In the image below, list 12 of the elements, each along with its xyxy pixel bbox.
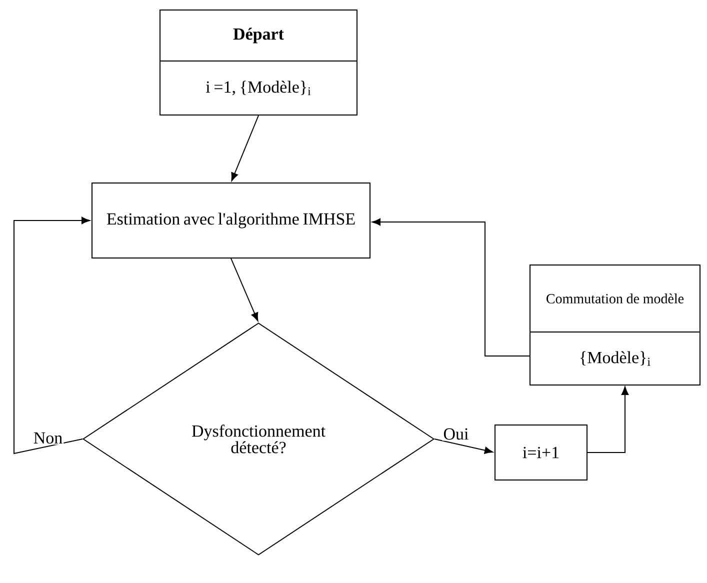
arrow — [230, 258, 258, 322]
edge-label: Oui — [442, 427, 470, 441]
process-box: i=i+1 — [494, 424, 588, 480]
process-box: Estimation avec l'algorithme IMHSE — [92, 182, 370, 258]
process-box: Commutation de modèle {Modèle}$_{i}$ — [530, 264, 700, 386]
arrow — [372, 218, 530, 356]
process-box: Départ i =1, {Modèle}$_{i}$ — [160, 10, 358, 116]
arrow — [587, 386, 629, 453]
arrow — [434, 438, 494, 454]
edge-label: Non — [32, 431, 64, 445]
arrow — [231, 115, 259, 182]
arrow — [14, 216, 90, 454]
